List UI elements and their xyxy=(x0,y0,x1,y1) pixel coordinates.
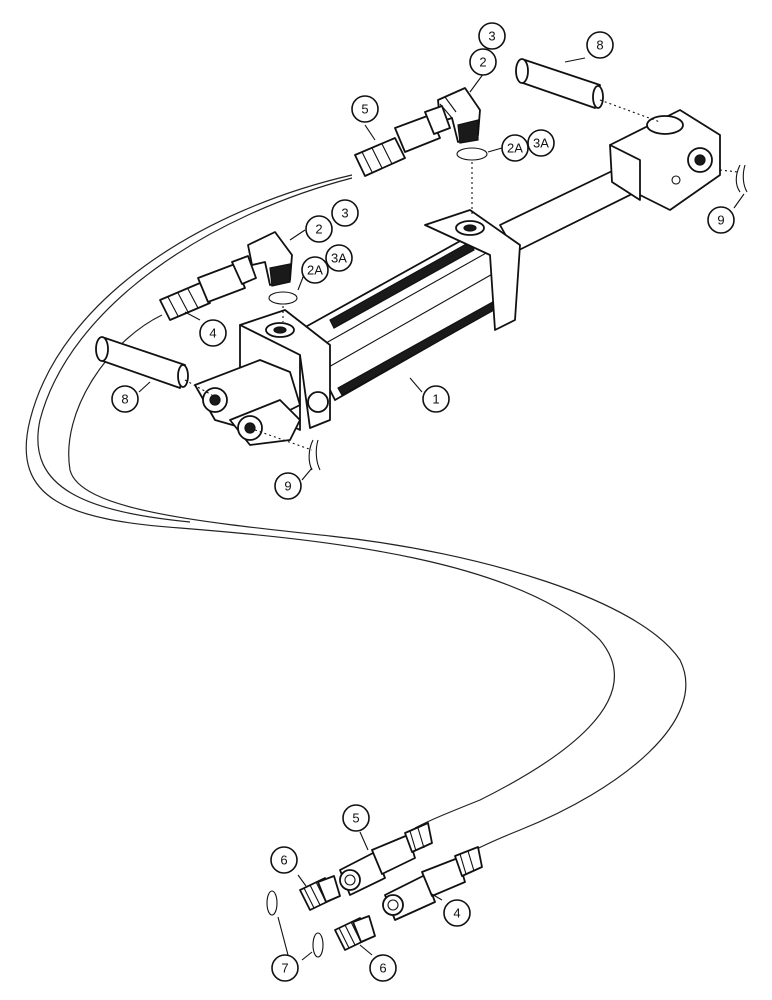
callout-3a-mid: 3A xyxy=(325,244,353,272)
svg-text:2: 2 xyxy=(479,55,486,70)
callout-4-bottom: 4 xyxy=(443,899,471,927)
svg-text:5: 5 xyxy=(352,811,359,826)
adapter-6-lower xyxy=(334,915,376,951)
svg-text:1: 1 xyxy=(432,392,439,407)
svg-text:2: 2 xyxy=(315,222,322,237)
svg-text:4: 4 xyxy=(453,906,460,921)
hose-fitting-5-top xyxy=(354,105,451,177)
callout-4-top: 4 xyxy=(199,319,227,347)
callout-6-upper: 6 xyxy=(270,846,298,874)
hose-fitting-4-bottom xyxy=(382,846,483,921)
o-ring-bottom-lower xyxy=(312,932,324,958)
hydraulic-hoses xyxy=(25,174,687,859)
callout-7: 7 xyxy=(271,954,299,982)
svg-text:2A: 2A xyxy=(507,141,523,156)
svg-text:7: 7 xyxy=(281,961,288,976)
hose-fitting-4-top xyxy=(159,255,257,321)
o-ring-mid xyxy=(268,291,298,305)
elbow-fitting-top xyxy=(437,87,481,144)
callout-3-mid: 3 xyxy=(331,199,359,227)
callout-3-top: 3 xyxy=(478,22,506,50)
adapter-6-upper xyxy=(299,875,341,911)
svg-text:9: 9 xyxy=(284,479,291,494)
callout-8-left: 8 xyxy=(111,385,139,413)
svg-text:5: 5 xyxy=(361,102,368,117)
callout-2a-mid: 2A xyxy=(301,256,329,284)
callout-6-lower: 6 xyxy=(369,954,397,982)
svg-text:4: 4 xyxy=(209,326,216,341)
elbow-fitting-mid xyxy=(247,231,293,287)
cotter-pin-left xyxy=(308,439,321,471)
callout-8-right: 8 xyxy=(586,31,614,59)
callout-2-top: 2 xyxy=(469,48,497,76)
clevis-pin-right xyxy=(515,58,604,109)
callout-9-right: 9 xyxy=(707,206,735,234)
o-ring-top xyxy=(456,147,488,161)
svg-text:6: 6 xyxy=(379,961,386,976)
callout-1: 1 xyxy=(422,385,450,413)
svg-text:8: 8 xyxy=(596,38,603,53)
svg-text:2A: 2A xyxy=(307,263,323,278)
svg-text:3: 3 xyxy=(341,206,348,221)
hydraulic-cylinder xyxy=(194,109,721,446)
callout-9-left: 9 xyxy=(274,472,302,500)
leader-lines xyxy=(138,57,745,961)
callout-5-top: 5 xyxy=(351,95,379,123)
o-ring-bottom-upper xyxy=(266,890,278,916)
callout-3a-top: 3A xyxy=(527,129,555,157)
clevis-pin-left xyxy=(95,336,189,389)
cotter-pin-right xyxy=(735,164,748,193)
callout-5-bottom: 5 xyxy=(342,804,370,832)
svg-text:9: 9 xyxy=(717,213,724,228)
hose-fitting-5-bottom xyxy=(339,822,433,896)
svg-text:8: 8 xyxy=(121,392,128,407)
callout-2a-top: 2A xyxy=(501,134,529,162)
svg-text:3: 3 xyxy=(488,29,495,44)
callout-2-mid: 2 xyxy=(305,215,333,243)
svg-text:3A: 3A xyxy=(331,251,347,266)
svg-text:6: 6 xyxy=(280,853,287,868)
svg-text:3A: 3A xyxy=(533,136,549,151)
